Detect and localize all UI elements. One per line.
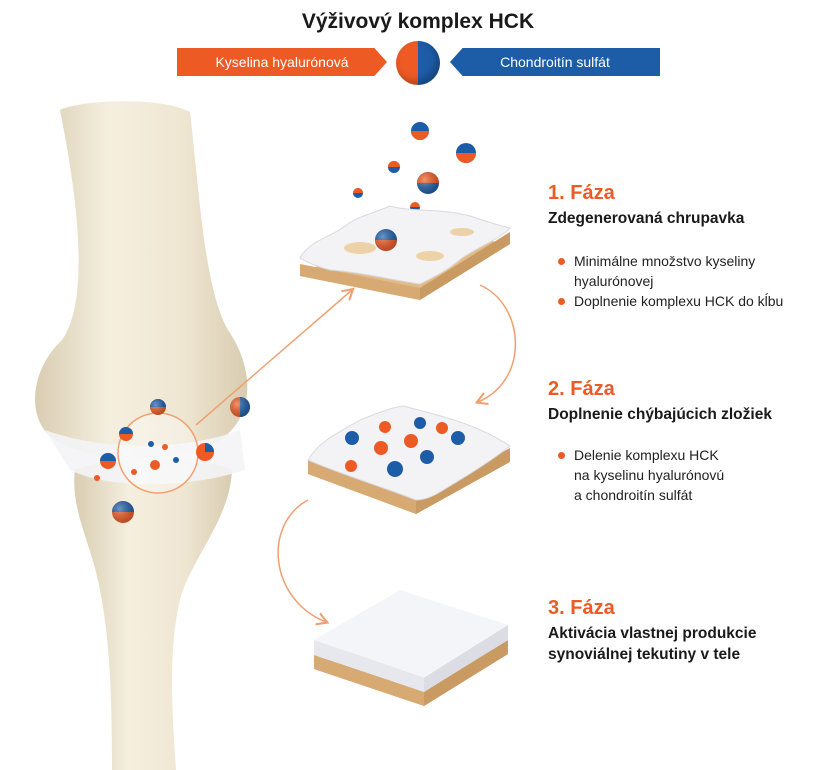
cartilage-block-phase-1	[299, 205, 512, 300]
phase-3: 3. Fáza Aktivácia vlastnej produkcie syn…	[548, 596, 756, 665]
falling-hck-particles	[353, 122, 476, 212]
cartilage-block-phase-3	[314, 590, 508, 706]
phase-3-title: 3. Fáza	[548, 597, 615, 619]
phase-2: 2. Fáza Doplnenie chýbajúcich zložiek	[548, 377, 772, 425]
list-item: Minimálne množstvo kyseliny hyalurónovej	[558, 251, 783, 291]
phase-1-subtitle: Zdegenerovaná chrupavka	[548, 210, 745, 227]
list-item: Doplnenie komplexu HCK do kĺbu	[558, 291, 783, 311]
hck-complex-icon	[396, 41, 440, 85]
joint-zoom-circle	[117, 412, 199, 494]
chondroitin-sulfate-label: Chondroitín sulfát	[500, 54, 610, 70]
phase-1-title: 1. Fáza	[548, 182, 615, 204]
phase-1-bullets: Minimálne množstvo kyseliny hyalurónovej…	[558, 251, 783, 311]
phase-2-subtitle: Doplnenie chýbajúcich zložiek	[548, 406, 772, 423]
joint-cartilage	[45, 430, 245, 485]
diagram-title: Výživový komplex HCK	[301, 10, 535, 33]
phase-3-subtitle: Aktivácia vlastnej produkcie synoviálnej…	[548, 625, 757, 663]
phase-2-title: 2. Fáza	[548, 378, 615, 400]
hyaluronic-acid-label: Kyselina hyalurónová	[215, 54, 349, 70]
list-item: Delenie komplexu HCK na kyselinu hyaluró…	[558, 445, 724, 505]
arrow-phase2-to-phase3	[277, 499, 326, 622]
chondroitin-sulfate-banner: Chondroitín sulfát	[450, 48, 660, 76]
phase-2-bullets: Delenie komplexu HCK na kyselinu hyaluró…	[558, 445, 724, 505]
arrow-phase1-to-phase2	[478, 284, 517, 402]
zoom-pointer-line	[195, 290, 352, 426]
phase-1: 1. Fáza Zdegenerovaná chrupavka	[548, 181, 744, 229]
knee-hck-particles	[94, 397, 250, 523]
femur-bone	[35, 101, 248, 459]
cartilage-block-phase-2	[307, 405, 511, 514]
tibia-bone	[74, 458, 232, 770]
hyaluronic-acid-banner: Kyselina hyalurónová	[177, 48, 387, 76]
